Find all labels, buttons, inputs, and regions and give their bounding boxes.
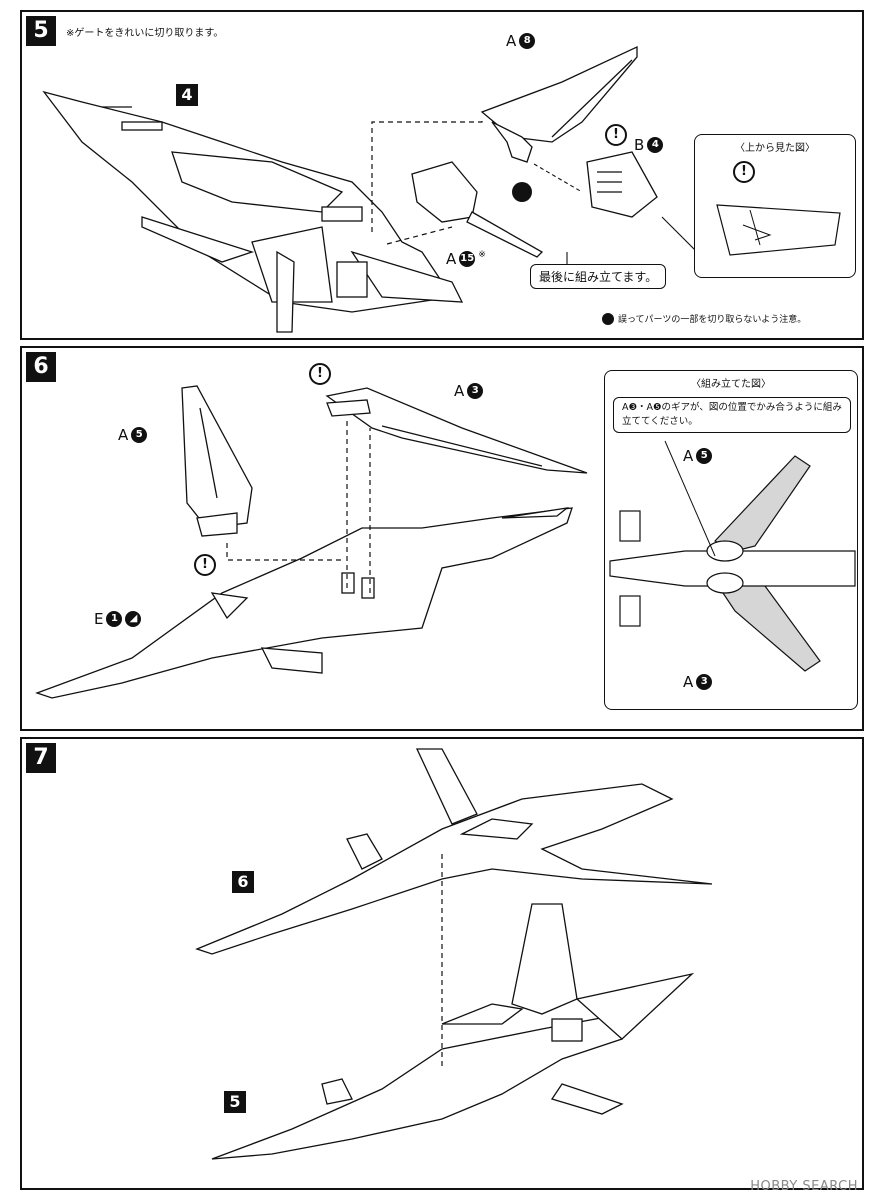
watermark: HOBBY SEARCH — [750, 1179, 858, 1194]
part-number-circle: 3 — [467, 383, 484, 399]
step-7-panel: 7 6 5 — [20, 737, 864, 1190]
part-letter: A — [683, 673, 694, 691]
part-number-circle: 8 — [519, 33, 536, 49]
step-6-panel: 6 ! ! A 5 A 3 — [20, 346, 864, 731]
warning-icon: ! — [605, 124, 627, 146]
ref-step-badge-6: 6 — [232, 871, 254, 893]
part-number-circle: 4 — [647, 137, 664, 153]
inset-label-a5: A 5 — [683, 447, 713, 465]
part-letter: E — [94, 610, 104, 628]
warning-icon: ! — [194, 554, 216, 576]
part-number-circle: 5 — [131, 427, 148, 443]
step-number: 5 — [26, 16, 56, 46]
caution-note: 誤ってパーツの一部を切り取らないよう注意。 — [602, 312, 806, 325]
top-view-illustration — [716, 204, 841, 256]
part-label-b4: B 4 — [634, 136, 664, 154]
inset-title: 〈組み立てた図〉 — [691, 379, 771, 390]
step-5-panel: 5 ※ゲートをきれいに切り取ります。 — [20, 10, 864, 340]
cut-caution-icon — [602, 312, 614, 325]
gear-mesh-note: A❸・A❺のギアが、図の位置でかみ合うように組み立ててください。 — [613, 397, 851, 433]
part-mark: ※ — [478, 250, 486, 260]
part-label-a5: A 5 — [118, 426, 148, 444]
step-5-illustration — [42, 45, 703, 333]
part-letter: A — [683, 447, 694, 465]
sticker-icon: ◢ — [125, 611, 142, 627]
inset-label-a3: A 3 — [683, 673, 713, 691]
part-letter: B — [634, 136, 645, 154]
inset-title: 〈上から見た図〉 — [735, 143, 815, 154]
part-label-a3: A 3 — [454, 382, 484, 400]
part-letter: A — [446, 250, 457, 268]
part-label-a8: A 8 — [506, 32, 536, 50]
part-label-a15: A 15 ※ — [446, 250, 486, 268]
gate-note: ※ゲートをきれいに切り取ります。 — [66, 28, 224, 39]
part-number-circle: 3 — [696, 674, 713, 690]
step-number: 6 — [26, 352, 56, 382]
warning-icon: ! — [309, 363, 331, 385]
caution-text: 誤ってパーツの一部を切り取らないよう注意。 — [618, 315, 807, 325]
step-6-illustration — [35, 385, 588, 699]
part-number-circle: 1 — [106, 611, 123, 627]
part-letter: A — [118, 426, 129, 444]
part-letter: A — [454, 382, 465, 400]
part-number-circle: 15 — [459, 251, 476, 267]
part-number-circle: 5 — [696, 448, 713, 464]
ref-step-badge: 4 — [176, 84, 198, 106]
step-7-illustration — [195, 748, 713, 1160]
warning-icon: ! — [733, 161, 755, 183]
part-label-e1: E 1 ◢ — [94, 610, 142, 628]
assembled-view-inset: 〈組み立てた図〉 A❸・A❺のギアが、図の位置でかみ合うように組み立ててください… — [604, 370, 858, 710]
assemble-last-callout: 最後に組み立てます。 — [530, 264, 667, 289]
step-number: 7 — [26, 743, 56, 773]
top-view-inset: 〈上から見た図〉 ! — [694, 134, 856, 278]
ref-step-badge-5: 5 — [224, 1091, 246, 1113]
assembled-illustration — [609, 440, 856, 672]
part-letter: A — [506, 32, 517, 50]
